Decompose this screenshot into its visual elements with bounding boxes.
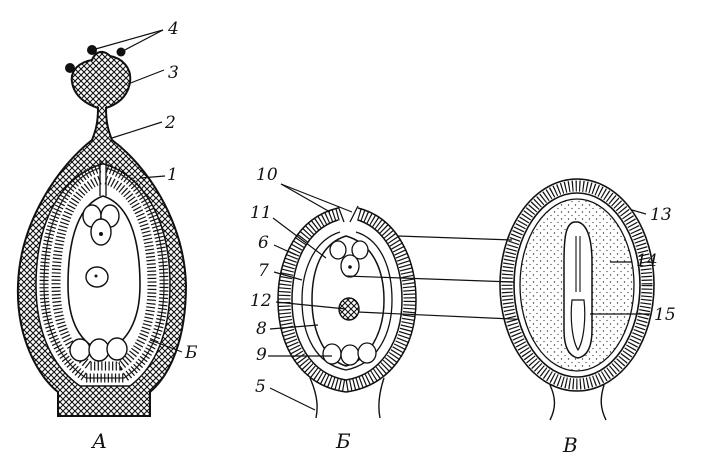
label-9: 9 — [256, 345, 267, 365]
label-1: 1 — [167, 165, 178, 185]
panel-a-ovary: 4 3 2 1 Б А — [16, 19, 198, 453]
label-6: 6 — [258, 233, 269, 253]
label-15: 15 — [654, 305, 676, 325]
panel-c-seed: 13 14 15 В — [499, 178, 676, 457]
label-2: 2 — [164, 113, 176, 133]
panel-b-ovule: 10 11 6 7 12 8 9 5 Б — [250, 165, 579, 453]
embryo — [563, 221, 593, 359]
label-7: 7 — [258, 261, 269, 281]
label-11: 11 — [250, 203, 272, 223]
outer-integument-b — [277, 207, 417, 393]
label-8: 8 — [256, 319, 267, 339]
label-14: 14 — [636, 251, 658, 271]
label-10: 10 — [256, 165, 278, 185]
label-3: 3 — [168, 63, 179, 83]
caption-b: Б — [335, 429, 351, 453]
caption-c: В — [562, 433, 578, 457]
inner-integument — [51, 175, 157, 371]
label-b-small: Б — [184, 343, 198, 363]
label-13: 13 — [650, 205, 672, 225]
label-12: 12 — [250, 291, 272, 311]
caption-a: А — [90, 429, 107, 453]
label-4: 4 — [167, 19, 179, 39]
label-5: 5 — [255, 377, 266, 397]
